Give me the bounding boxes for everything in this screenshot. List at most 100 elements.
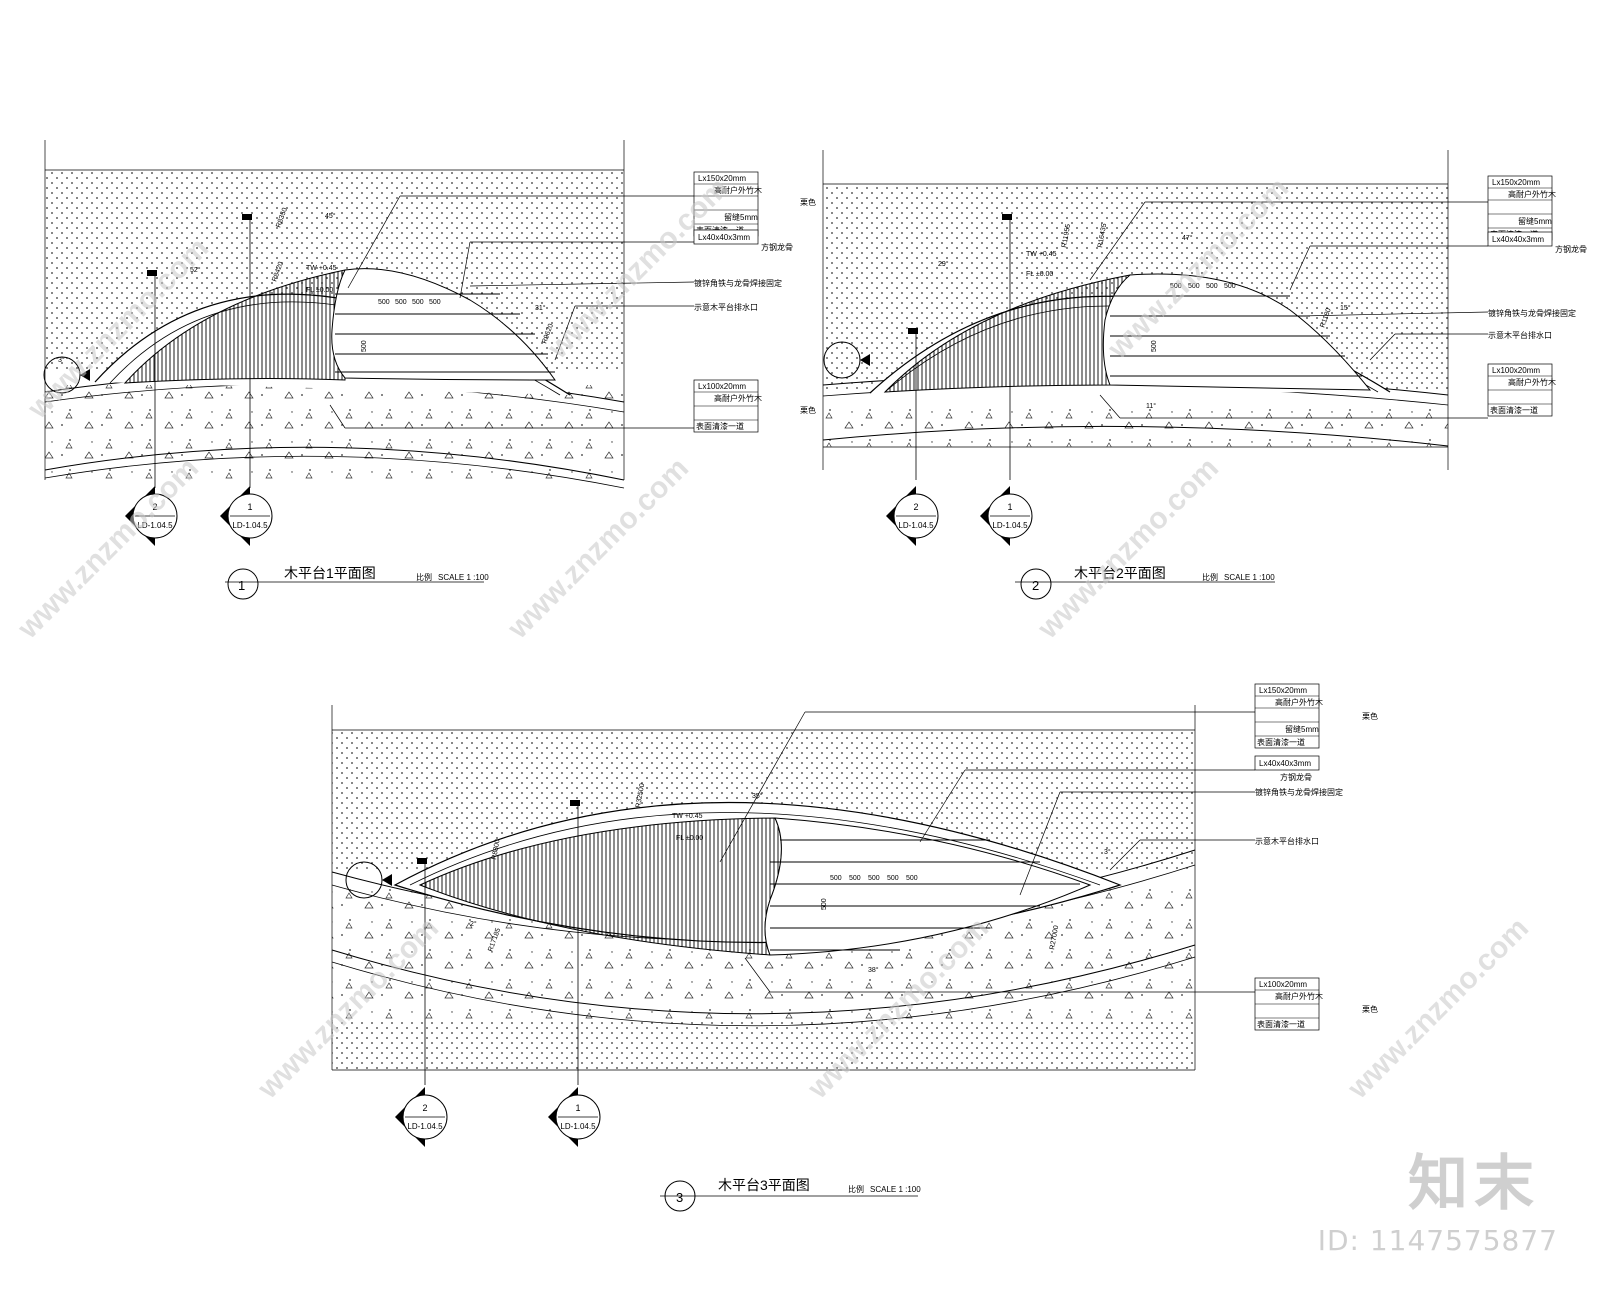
plan-2-angle-1: 29° xyxy=(938,260,949,268)
plan-2-tw: TW +0.45 xyxy=(1026,251,1057,258)
plan-3-angle-0: 35° xyxy=(752,792,763,800)
plan-3-radius-3: R27000 xyxy=(1049,925,1060,950)
section-marker-sheet: LD-1.04.5 xyxy=(992,521,1028,530)
watermark-site-2: www.znzmo.com xyxy=(11,452,205,646)
section-marker-number: 2 xyxy=(913,502,918,512)
section-marker-number: 2 xyxy=(422,1103,427,1113)
legend-frame-spec: Lx40x40x3mm xyxy=(698,233,750,242)
plan-1-joist-2: 500 xyxy=(412,299,424,306)
plan-3-joist-0: 500 xyxy=(830,875,842,882)
plan-2-joist-3: 500 xyxy=(1224,283,1236,290)
plan-3-tw: TW +0.45 xyxy=(672,813,703,820)
section-marker-number: 2 xyxy=(152,502,157,512)
legend-drain-note: 示意木平台排水口 xyxy=(694,302,758,312)
plan-1-joist-1: 500 xyxy=(395,299,407,306)
legend-top-material: 高耐户外竹木 xyxy=(714,185,762,195)
plan-3-angle-3: 3° xyxy=(1104,848,1111,856)
legend2-top-gap: 留缝5mm xyxy=(1518,216,1552,226)
brand-id: ID: 1147575877 xyxy=(1317,1224,1558,1257)
legend-bottom-finish: 表面清漆一道 xyxy=(696,421,744,431)
plan-3-joist-1: 500 xyxy=(849,875,861,882)
legend2-frame-material: 方钢龙骨 xyxy=(1555,244,1587,254)
legend3-bottom-material: 高耐户外竹木 xyxy=(1275,991,1323,1001)
legend2-bottom-finish: 表面清漆一道 xyxy=(1490,405,1538,415)
plan-3-scale-label: 比例 xyxy=(848,1184,864,1194)
plan-1-scale-value: SCALE 1 :100 xyxy=(438,573,489,582)
section-marker-number: 1 xyxy=(1007,502,1012,512)
plan-1-tw: TW +0.45 xyxy=(306,265,337,272)
legend2-top-spec: Lx150x20mm xyxy=(1492,178,1540,187)
legend-plan-1: Lx150x20mm 高耐户外竹木 留缝5mm 表面清漆一道 Lx40x40x3… xyxy=(693,171,793,433)
legend2-top-material: 高耐户外竹木 xyxy=(1508,189,1556,199)
legend-top-gap: 留缝5mm xyxy=(724,212,758,222)
plan-3-scale-value: SCALE 1 :100 xyxy=(870,1185,921,1194)
plan-2-title: 木平台2平面图 xyxy=(1074,565,1166,581)
plan-1-angle-0: 45° xyxy=(325,212,336,220)
plan-2-number: 2 xyxy=(1032,578,1039,593)
legend3-top-spec: Lx150x20mm xyxy=(1259,686,1307,695)
plan-1-angle-3: 3° xyxy=(58,356,65,364)
plan-3-joist-3: 500 xyxy=(887,875,899,882)
plan-1-scale-label: 比例 xyxy=(416,572,432,582)
plan-2-scale-value: SCALE 1 :100 xyxy=(1224,573,1275,582)
plan-1-angle-1: 52° xyxy=(190,266,201,274)
section-marker: 1LD-1.04.5 xyxy=(980,486,1033,546)
plan-3-annotations: 3 木平台3平面图 比例 SCALE 1 :100 TW +0.45 FL ±0… xyxy=(470,783,1111,1205)
plan-1-fl: FL ±0.00 xyxy=(306,287,333,294)
legend3-top-finish: 表面清漆一道 xyxy=(1257,737,1305,747)
brand-watermark: 知末 xyxy=(1408,1149,1540,1219)
plan-1-annotations: 1 木平台1平面图 比例 SCALE 1 :100 TW +0.45 FL ±0… xyxy=(58,207,555,593)
legend-bottom-spec: Lx100x20mm xyxy=(698,382,746,391)
plan-2-angle-0: 47° xyxy=(1182,234,1193,242)
plan-3-number: 3 xyxy=(676,1190,683,1205)
plan-2-joist-v: 500 xyxy=(1151,340,1158,352)
section-marker: 2LD-1.04.5 xyxy=(886,486,939,546)
legend2-drain-note: 示意木平台排水口 xyxy=(1488,330,1552,340)
plan-2-fl: FL ±0.00 xyxy=(1026,271,1053,278)
plan-1-joist-3: 500 xyxy=(429,299,441,306)
legend2-angle-note: 镀锌角铁与龙骨焊接固定 xyxy=(1488,308,1576,318)
legend-plan-2: Lx150x20mm 高耐户外竹木 留缝5mm 表面清漆一道 栗色 Lx40x4… xyxy=(800,175,1587,417)
legend-frame-material: 方钢龙骨 xyxy=(761,242,793,252)
plan-3-fl: FL ±0.00 xyxy=(676,835,703,842)
watermark-site-3: www.znzmo.com xyxy=(501,452,695,646)
plan-2 xyxy=(822,150,1489,600)
plan-3-angle-1: 2° xyxy=(470,920,477,928)
legend3-top-material: 高耐户外竹木 xyxy=(1275,697,1323,707)
plan-2-joist-0: 500 xyxy=(1170,283,1182,290)
plan-3-angle-2: 38° xyxy=(868,966,879,974)
legend-bottom-material: 高耐户外竹木 xyxy=(714,393,762,403)
plan-1-joist-0: 500 xyxy=(378,299,390,306)
legend3-top-gap: 留缝5mm xyxy=(1285,724,1319,734)
section-marker: 1LD-1.04.5 xyxy=(548,1087,601,1147)
plan-3-title: 木平台3平面图 xyxy=(718,1177,810,1193)
section-marker: 1LD-1.04.5 xyxy=(220,486,273,546)
section-marker-sheet: LD-1.04.5 xyxy=(232,521,268,530)
section-marker-number: 1 xyxy=(247,502,252,512)
section-marker-sheet: LD-1.04.5 xyxy=(898,521,934,530)
legend-angle-note: 镀锌角铁与龙骨焊接固定 xyxy=(694,278,782,288)
plan-1 xyxy=(43,140,695,600)
plan-3-radius-1: R8800 xyxy=(491,839,501,861)
legend3-drain-note: 示意木平台排水口 xyxy=(1255,836,1319,846)
plan-2-radius-0: R11955 xyxy=(1061,223,1072,248)
legend3-color-note-bottom: 栗色 xyxy=(1362,1004,1378,1014)
legend2-bottom-material: 高耐户外竹木 xyxy=(1508,377,1556,387)
legend3-frame-material: 方钢龙骨 xyxy=(1280,772,1312,782)
plan-3-joist-4: 500 xyxy=(906,875,918,882)
plan-2-joist-2: 500 xyxy=(1206,283,1218,290)
plan-2-angle-2: 11° xyxy=(1146,402,1156,410)
section-marker-sheet: LD-1.04.5 xyxy=(560,1122,596,1131)
legend3-bottom-spec: Lx100x20mm xyxy=(1259,980,1307,989)
plan-3-radius-0: R32500 xyxy=(635,783,646,808)
plan-1-title: 木平台1平面图 xyxy=(284,565,376,581)
plan-2-annotations: 2 木平台2平面图 比例 SCALE 1 :100 TW +0.45 FL ±0… xyxy=(938,223,1351,593)
section-marker-sheet: LD-1.04.5 xyxy=(407,1122,443,1131)
section-marker-number: 1 xyxy=(575,1103,580,1113)
plan-3 xyxy=(331,705,1255,1212)
section-marker: 2LD-1.04.5 xyxy=(395,1087,448,1147)
plan-1-number: 1 xyxy=(238,578,245,593)
plan-3-joist-2: 500 xyxy=(868,875,880,882)
legend2-color-note-top: 栗色 xyxy=(800,197,816,207)
